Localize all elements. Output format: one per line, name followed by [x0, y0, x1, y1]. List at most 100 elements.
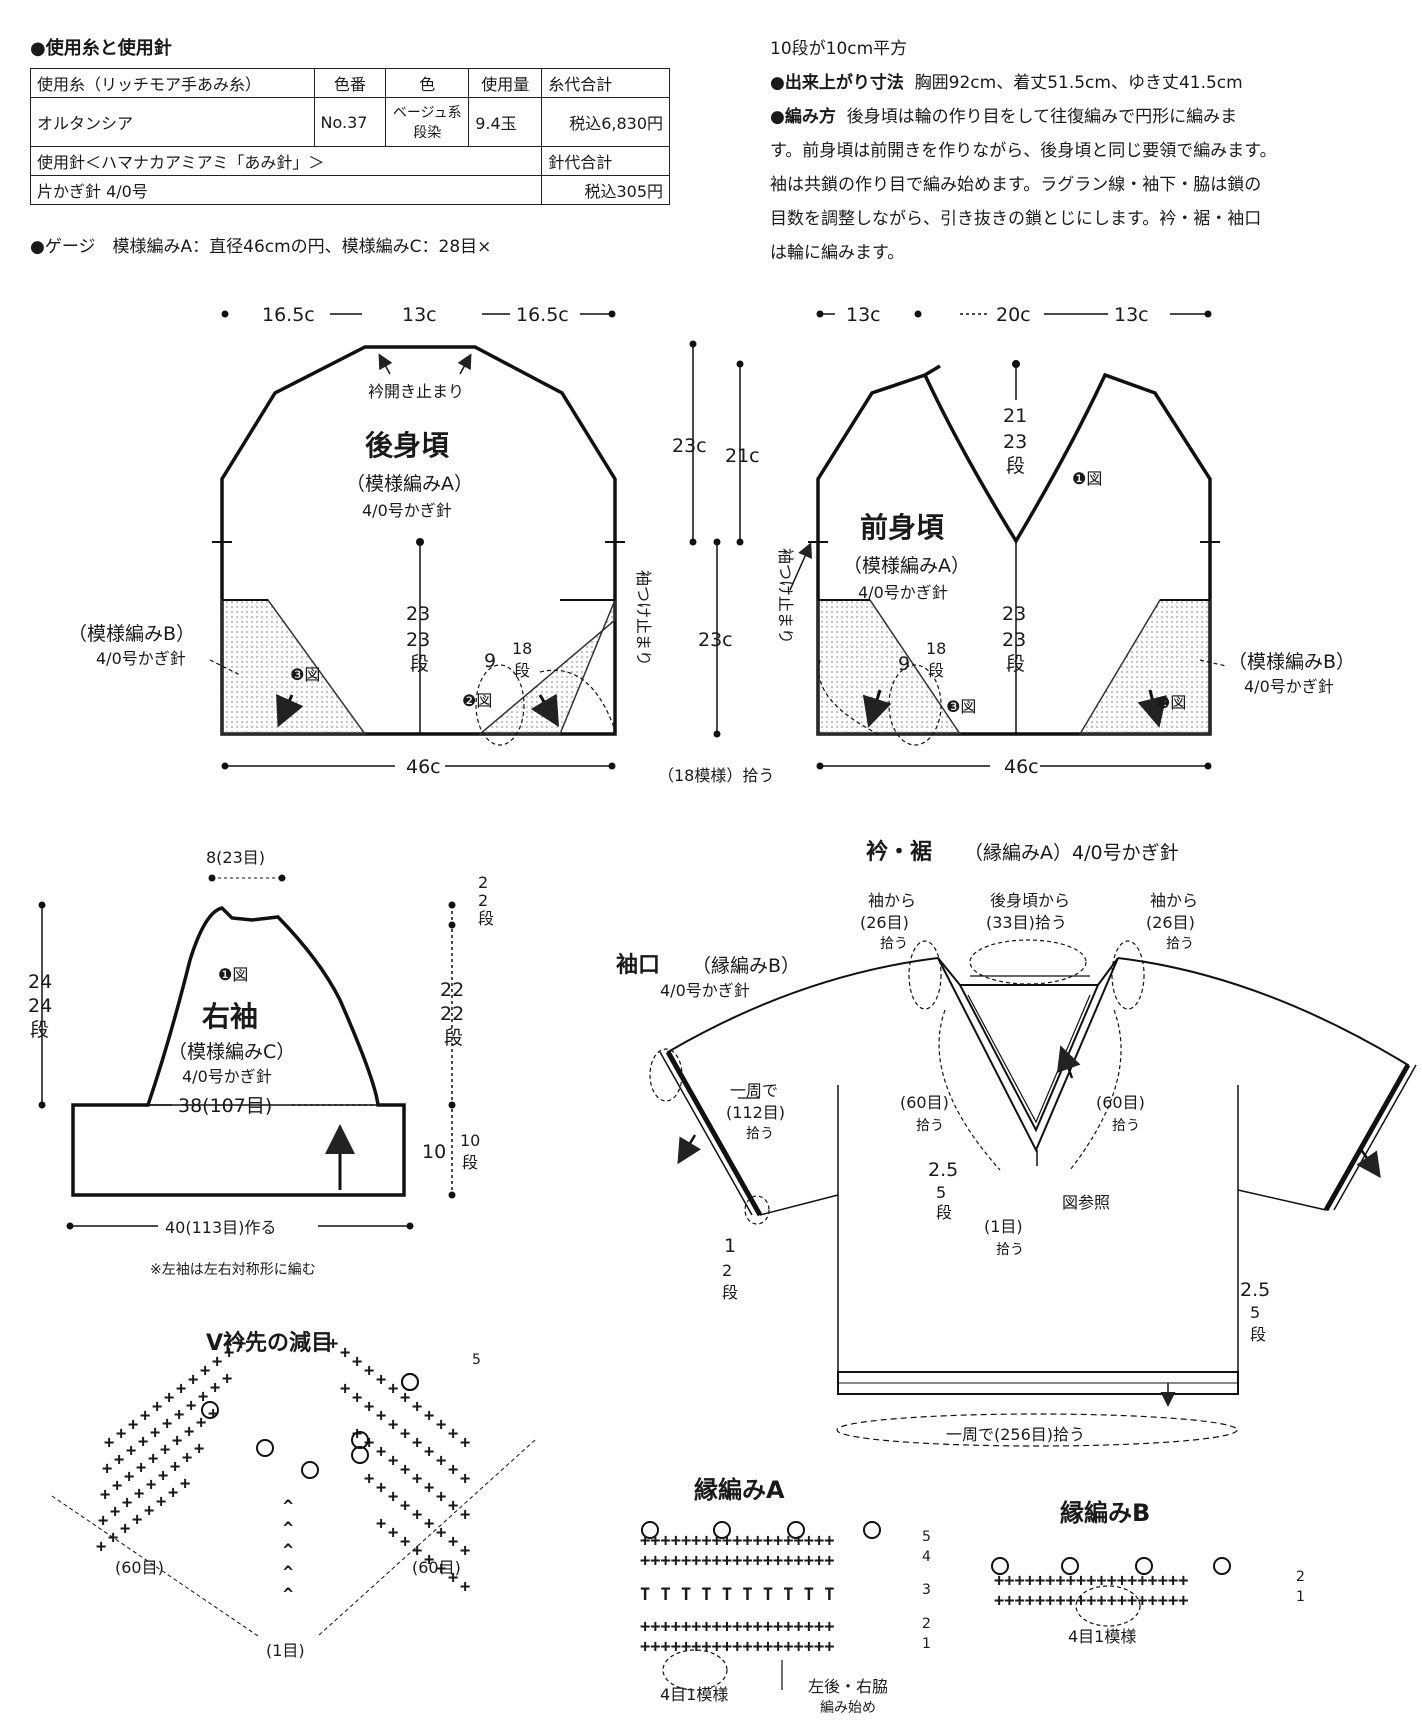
picot-symbol [641, 1521, 659, 1539]
yarn-color: ベージュ系段染 [385, 97, 470, 147]
stitch-symbol: + [448, 1496, 458, 1516]
back-side-b-dan: 段 [514, 661, 530, 680]
band-dan: 段 [936, 1203, 952, 1222]
stitch-symbol: + [400, 1496, 410, 1516]
back-dim-center: 13c [402, 304, 437, 326]
yarn-amount: 9.4玉 [468, 97, 543, 147]
stitch-symbol: + [176, 1379, 186, 1399]
back-dim-right: 16.5c [516, 304, 569, 326]
edge-a-title: 縁編みA [694, 1476, 785, 1504]
size-text: 胸囲92cm、着丈51.5cm、ゆき丈41.5cm [914, 73, 1243, 93]
stitch-symbol: +++++++++++++++++++ [640, 1551, 834, 1571]
yarn-color-no: No.37 [313, 97, 387, 147]
picot-symbol [713, 1521, 731, 1539]
yarn-header-amount: 使用量 [468, 68, 543, 98]
stitch-symbol: + [162, 1414, 172, 1434]
back-hook: 4/0号かぎ針 [362, 501, 452, 520]
stitch-symbol: + [158, 1466, 168, 1486]
assembly-sleeve-from-r-count: (26目) [1146, 913, 1195, 932]
edge-b-title: 縁編みB [1060, 1499, 1150, 1527]
picot-symbol [787, 1521, 805, 1539]
v-right: (60目) [1096, 1093, 1145, 1112]
cuff-round-count: (112目) [726, 1103, 785, 1122]
center-pick: 拾う [996, 1242, 1024, 1258]
sleeve-top: 8(23目) [206, 848, 265, 867]
band-height: 2.5 [928, 1159, 958, 1181]
stitch-symbol: + [168, 1483, 178, 1503]
stitch-symbol: + [424, 1442, 434, 1462]
picot-symbol [256, 1439, 274, 1457]
stitch-symbol: +++++++++++++++++++ [640, 1531, 834, 1551]
sleeve-right-top-dan: 段 [478, 909, 494, 928]
stitch-symbol: + [114, 1450, 124, 1470]
band-rows: 5 [936, 1183, 946, 1202]
front-hook: 4/0号かぎ針 [858, 583, 948, 602]
stitch-symbol: + [186, 1396, 196, 1416]
pattern-b-right-hook: 4/0号かぎ針 [1244, 677, 1334, 696]
stitch-symbol: + [148, 1449, 158, 1469]
picot-symbol [991, 1557, 1009, 1575]
front-side-a: 9 [898, 653, 910, 675]
assembly-title: 衿・裾 [866, 839, 932, 865]
stitch-symbol: + [424, 1406, 434, 1426]
assembly-sleeve-from-r: 袖から [1150, 891, 1198, 910]
stitch-symbol: + [110, 1502, 120, 1522]
stitch-symbol: + [164, 1388, 174, 1408]
yarn-header-color: 色 [385, 68, 470, 98]
back-pattern-b-right [477, 599, 616, 735]
v-left: (60目) [900, 1093, 949, 1112]
stitch-symbol: + [134, 1484, 144, 1504]
stitch-symbol: + [160, 1440, 170, 1460]
stitch-symbol: + [100, 1485, 110, 1505]
stitch-symbol: + [146, 1475, 156, 1495]
front-v-rows-a: 21 [1003, 405, 1027, 427]
center-stitch: (1目) [984, 1217, 1023, 1236]
picot-symbol [1061, 1557, 1079, 1575]
sleeve-cuff-height: 10 [422, 1141, 446, 1163]
cuff-title: 袖口 [616, 952, 660, 978]
front-pattern: （模様編みA） [843, 555, 970, 577]
picot-symbol [1213, 1557, 1231, 1575]
method-line-4: 目数を調整しながら、引き抜きの鎖とじにします。衿・裾・袖口 [770, 209, 1262, 229]
stitch-symbol: + [424, 1550, 434, 1570]
edge-a-row2: 2 [922, 1616, 931, 1632]
sleeve-hook: 4/0号かぎ針 [182, 1067, 272, 1086]
stitch-symbol: + [340, 1343, 350, 1363]
v-dec-row5: 5 [472, 1352, 481, 1368]
middle-dim1: 23c [672, 435, 707, 457]
stitch-symbol: + [352, 1424, 362, 1444]
stitch-symbol: + [138, 1432, 148, 1452]
stitch-symbol: + [364, 1469, 374, 1489]
stitch-symbol: + [388, 1487, 398, 1507]
stitch-symbol: + [448, 1460, 458, 1480]
stitch-symbol: + [150, 1423, 160, 1443]
stitch-symbol: + [212, 1352, 222, 1372]
stitch-symbol: + [436, 1451, 446, 1471]
gauge-cont: 10段が10cm平方 [770, 39, 908, 59]
v-dec-center: (1目) [266, 1641, 305, 1660]
stitch-symbol: + [208, 1404, 218, 1424]
needle-cost: 税込305円 [541, 175, 670, 205]
stitch-symbol: + [112, 1476, 122, 1496]
stitch-symbol: + [388, 1415, 398, 1435]
yarn-cost: 税込6,830円 [541, 97, 670, 147]
stitch-symbol: + [328, 1334, 338, 1354]
hem-pick: 一周で(256目)拾う [946, 1425, 1085, 1444]
stitch-symbol: + [376, 1514, 386, 1534]
picot-symbol [863, 1521, 881, 1539]
cuff-round: 一周で [730, 1081, 778, 1100]
stitch-symbol: + [152, 1397, 162, 1417]
stitch-symbol: + [122, 1493, 132, 1513]
back-side-b: 18 [512, 639, 532, 658]
assembly-view [649, 939, 1417, 1447]
stitch-symbol: + [196, 1413, 206, 1433]
stitch-symbol: T T T T T T T T T T [640, 1585, 834, 1605]
front-height-dan: 段 [1006, 653, 1025, 675]
stitch-symbol: ^ [283, 1563, 293, 1583]
edge-a-row4: 4 [922, 1549, 931, 1565]
stitch-symbol: ^ [283, 1497, 293, 1517]
stitch-symbol: + [388, 1451, 398, 1471]
size-label: ●出来上がり寸法 [770, 73, 904, 93]
stitch-symbol: + [102, 1459, 112, 1479]
